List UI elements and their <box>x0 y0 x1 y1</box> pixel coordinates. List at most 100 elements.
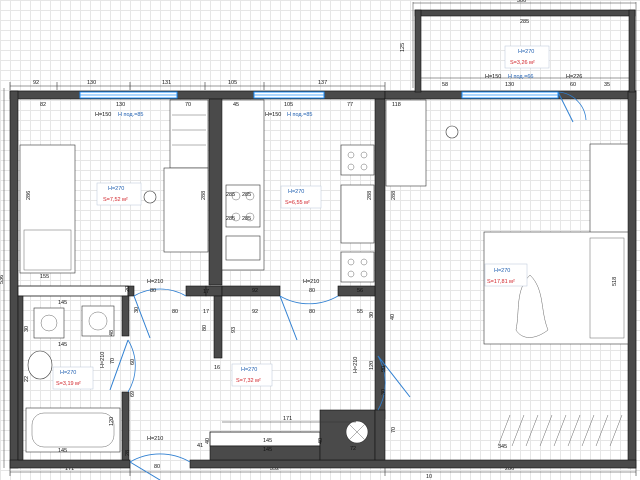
bedroom-side-right: 518 <box>612 277 618 286</box>
hall-dim-80: 80 <box>202 325 208 331</box>
windows <box>79 91 559 99</box>
top-dim-137: 137 <box>318 80 327 86</box>
bathroom-area: S=3,19 м² <box>56 381 81 387</box>
hall-dim-16: 16 <box>214 365 220 371</box>
kitchen-dim-45: 45 <box>233 102 239 108</box>
doors <box>109 91 587 480</box>
bathroom-label: H=270 S=3,19 м² <box>52 366 94 390</box>
bedroom-dim-70: 70 <box>391 427 397 433</box>
balcony-dim-130: 130 <box>505 82 514 88</box>
balcony-dim-285: 285 <box>520 19 529 25</box>
bedroom-rug <box>497 414 623 447</box>
bedroom-bed <box>483 231 629 345</box>
room1-door-30: 30 <box>134 307 140 313</box>
room1-chair <box>143 190 157 204</box>
room1-dim-70: 70 <box>185 102 191 108</box>
hall-dim-171: 171 <box>283 416 292 422</box>
kitchen-door-30: 30 <box>369 312 375 318</box>
left-dimension-line: 536 <box>0 88 5 468</box>
bedroom-door-90: 90 <box>381 366 387 372</box>
room1-bed <box>19 144 76 274</box>
balcony-left-dim: 125 <box>400 43 406 52</box>
balcony-door-h: H=226 <box>566 74 582 80</box>
entry-door-28: 28 <box>125 450 131 456</box>
room1-area: S=7,52 м² <box>103 197 128 203</box>
left-dim-536: 536 <box>0 275 5 284</box>
kitchen-hob-dim-b: 285 <box>242 192 251 198</box>
bathroom-door-h: H=210 <box>100 352 106 368</box>
top-dim-130: 130 <box>87 80 96 86</box>
hall-elements: 171 92 92 93 16 145 145 40 40 72 <box>205 288 369 453</box>
kitchen-door-w: 80 <box>309 288 315 294</box>
kitchen-stove-bottom <box>340 251 375 283</box>
kitchen-window-sill: H под.=85 <box>287 112 312 118</box>
balcony-window-sill: H под.=66 <box>508 74 533 80</box>
bedroom-door-40: 40 <box>390 314 396 320</box>
kitchen-hob-dim-c: 285 <box>226 216 235 222</box>
kitchen-label: H=270 S=6,55 м² <box>280 185 322 209</box>
bedroom-area: S=17,81 м² <box>487 279 515 285</box>
balcony-dim-58: 58 <box>442 82 448 88</box>
room1-door-w: 80 <box>150 288 156 294</box>
top-dim-105: 105 <box>228 80 237 86</box>
room1-wardrobe <box>169 99 209 169</box>
kitchen-dim-105: 105 <box>284 102 293 108</box>
kitchen-door-w2: 80 <box>309 309 315 315</box>
bathroom-dim-30: 30 <box>24 326 30 332</box>
room1-desk <box>163 167 209 253</box>
bottom-dim-286: 286 <box>505 466 514 472</box>
room1-door-swing <box>133 288 187 297</box>
entry-door-h: H=210 <box>147 436 163 442</box>
bathroom-door-60: 60 <box>130 359 136 365</box>
bedroom-height: H=270 <box>494 268 510 274</box>
bathroom-dim-48: 48 <box>109 330 115 336</box>
room1-side-dim: 286 <box>26 191 32 200</box>
room1-door-20: 20 <box>125 286 131 292</box>
kitchen-hob-dim-a: 285 <box>226 192 235 198</box>
bathroom-fixtures: 145 145 145 30 22 120 H=210 70 69 <box>24 300 136 454</box>
bathroom-dim-145c: 145 <box>58 448 67 454</box>
balcony-dim-35: 35 <box>604 82 610 88</box>
bottom-dim-352: 352 <box>270 466 279 472</box>
bedroom-dim-345: 345 <box>498 444 507 450</box>
hall-dim-92b: 92 <box>252 309 258 315</box>
hall-dim-40b: 40 <box>318 438 324 444</box>
kitchen-stove-top <box>340 144 375 176</box>
bathroom-dim-145a: 145 <box>58 300 67 306</box>
kitchen-dim-77: 77 <box>347 102 353 108</box>
room1-dim-130: 130 <box>116 102 125 108</box>
hall-dim-72: 72 <box>350 446 356 452</box>
room1-dim-82: 82 <box>40 102 46 108</box>
balcony-area: S=3,26 м² <box>510 60 535 66</box>
bedroom-door-30: 30 <box>381 389 387 395</box>
bedroom-chair <box>445 125 459 139</box>
bottom-dim-10: 10 <box>426 474 432 480</box>
door-annotations: H=210 80 80 20 17 17 30 H=210 80 80 56 5… <box>109 279 396 470</box>
balcony-height: H=270 <box>518 49 534 55</box>
bathroom-door-swing <box>127 339 136 393</box>
room1-door-h: H=210 <box>147 279 163 285</box>
kitchen-side-dim: 288 <box>367 191 373 200</box>
bathroom-washing-machine <box>81 305 115 337</box>
room1-height: H=270 <box>108 186 124 192</box>
bathroom-dim-22: 22 <box>24 376 30 382</box>
interior-walls <box>17 98 386 461</box>
hall-dim-40a: 40 <box>205 438 211 444</box>
balcony-window-h: H=150 <box>485 74 501 80</box>
hall-dim-93: 93 <box>231 327 237 333</box>
hall-dim-145a: 145 <box>263 438 272 444</box>
hall-dim-145b: 145 <box>263 447 272 453</box>
kitchen-door-swing <box>279 295 339 305</box>
kitchen-area: S=6,55 м² <box>285 200 310 206</box>
kitchen-furniture: 45 105 77 288 288 H=150 H под.=85 285 28… <box>201 99 375 283</box>
top-dim-92: 92 <box>33 80 39 86</box>
room1-door-17b: 17 <box>203 309 209 315</box>
bedroom-label: H=270 S=17,81 м² <box>484 263 528 287</box>
bedroom-figure-outline <box>515 274 549 338</box>
top-dimension-line: 92 130 131 105 137 <box>9 80 386 90</box>
kitchen-hob-dim-d: 285 <box>242 216 251 222</box>
bedroom-dim-118: 118 <box>392 102 401 108</box>
kitchen-counter-right <box>340 184 375 244</box>
kitchen-height: H=270 <box>288 189 304 195</box>
